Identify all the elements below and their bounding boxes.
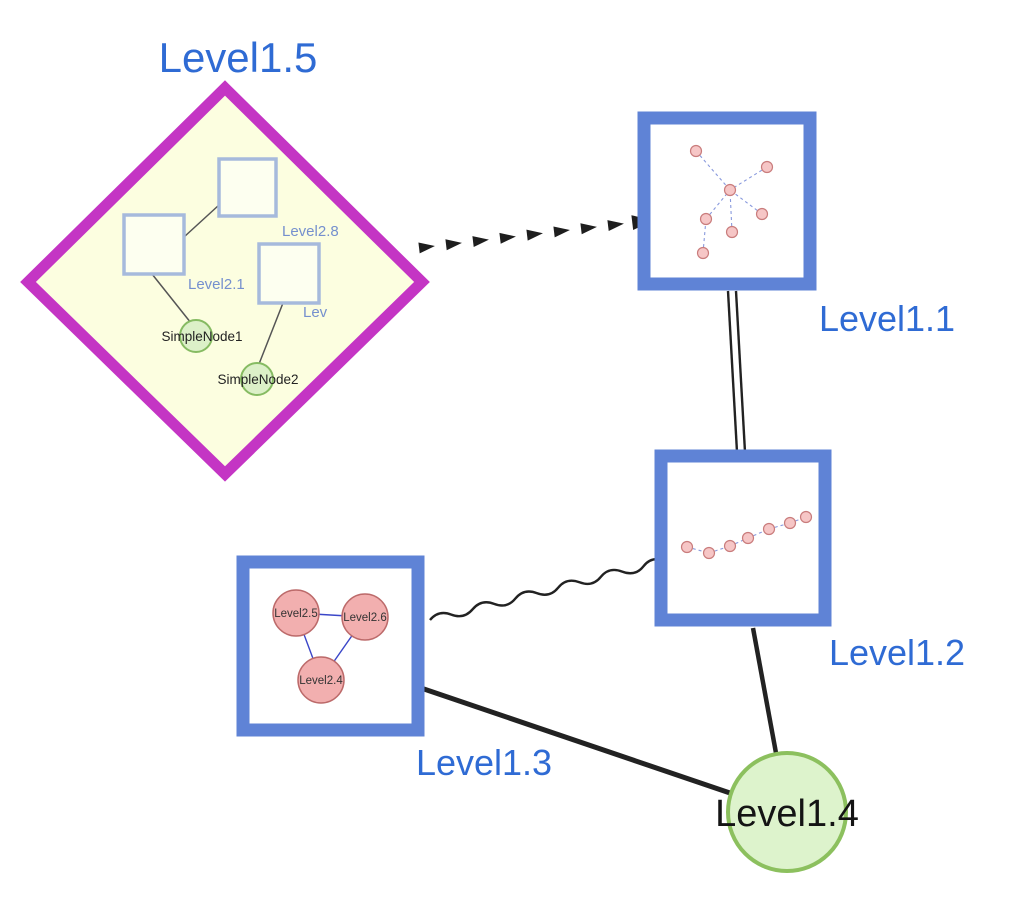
inner-node-level26[interactable]	[341, 593, 389, 641]
mini-node[interactable]	[741, 531, 755, 545]
mini-edge	[729, 166, 768, 191]
node-level14-label: Level1.4	[715, 793, 859, 835]
mini-node[interactable]	[723, 539, 737, 553]
mini-node[interactable]	[755, 207, 769, 221]
arrowhead-icon	[445, 237, 463, 251]
node-level13[interactable]: Level2.5 Level2.6 Level2.4	[236, 555, 425, 737]
arrowhead-icon	[499, 230, 517, 244]
inner-node-level21[interactable]	[122, 213, 186, 276]
node-level11[interactable]	[637, 111, 817, 291]
mini-node[interactable]	[762, 522, 776, 536]
edge-level11-to-level12[interactable]	[726, 290, 747, 453]
mini-node[interactable]	[702, 546, 716, 560]
inner-node-level28-label: Level2.8	[282, 223, 339, 240]
inner-edge-sq21-simple1[interactable]	[151, 273, 192, 324]
edge-level13-to-level12[interactable]	[429, 557, 666, 621]
mini-node[interactable]	[799, 510, 813, 524]
arrowhead-icon	[472, 234, 490, 248]
node-level15-group[interactable]: Level2.8 Level2.1 Lev SimpleNode1 Simple…	[20, 80, 430, 482]
inner-node-lev[interactable]	[257, 242, 321, 305]
arrowhead-icon	[553, 224, 571, 238]
node-level12-label: Level1.2	[829, 632, 965, 673]
mini-node[interactable]	[723, 183, 737, 197]
node-level13-label: Level1.3	[416, 742, 552, 783]
inner-node-level25-label: Level2.5	[274, 608, 317, 620]
mini-node[interactable]	[696, 246, 710, 260]
inner-node-level21-label: Level2.1	[188, 276, 245, 293]
edge-level13-to-level14[interactable]	[420, 685, 731, 796]
arrowhead-icon	[418, 240, 436, 254]
inner-node-level24[interactable]	[297, 656, 345, 704]
arrowhead-icon	[580, 221, 598, 235]
mini-edge	[729, 189, 733, 233]
inner-edge-sq21-sq28[interactable]	[183, 204, 220, 238]
node-level12[interactable]	[654, 449, 832, 627]
node-level11-label: Level1.1	[819, 298, 955, 339]
mini-edge	[695, 150, 731, 191]
node-level13-box[interactable]	[236, 555, 425, 737]
inner-node-level24-label: Level2.4	[299, 675, 343, 687]
double-line-right	[734, 290, 747, 453]
node-level13-trianglegraph: Level2.5 Level2.6 Level2.4	[272, 589, 389, 704]
inner-node-level28[interactable]	[217, 157, 278, 218]
mini-node[interactable]	[699, 212, 713, 226]
mini-node[interactable]	[783, 516, 797, 530]
node-level11-minigraph	[689, 144, 774, 260]
mini-edge	[729, 189, 763, 215]
arrowhead-icon	[607, 218, 625, 232]
mini-node[interactable]	[725, 225, 739, 239]
node-level12-minigraph	[680, 510, 813, 560]
simple-node-1[interactable]	[179, 319, 213, 353]
inner-edge-sqlev-simple2[interactable]	[258, 302, 284, 365]
mini-node[interactable]	[689, 144, 703, 158]
inner-node-level26-label: Level2.6	[343, 612, 386, 624]
node-level14[interactable]: Level1.4	[715, 751, 859, 873]
diamond-group-shape[interactable]	[20, 80, 430, 482]
inner-node-lev-label: Lev	[303, 304, 328, 321]
node-level15-label: Level1.5	[159, 34, 318, 81]
node-level11-box[interactable]	[637, 111, 817, 291]
simple-node-1-label: SimpleNode1	[161, 329, 242, 344]
mini-node[interactable]	[680, 540, 694, 554]
edge-level12-to-level14[interactable]	[750, 627, 779, 754]
mini-edge	[705, 189, 731, 220]
inner-node-level25[interactable]	[272, 589, 320, 637]
edge-level15-to-level11[interactable]	[418, 212, 655, 254]
simple-node-2[interactable]	[240, 362, 274, 396]
arrowhead-icon	[526, 227, 544, 241]
node-level14-circle[interactable]	[726, 751, 848, 873]
double-line-left	[726, 290, 739, 453]
simple-node-2-label: SimpleNode2	[217, 372, 298, 387]
mini-node[interactable]	[760, 160, 774, 174]
